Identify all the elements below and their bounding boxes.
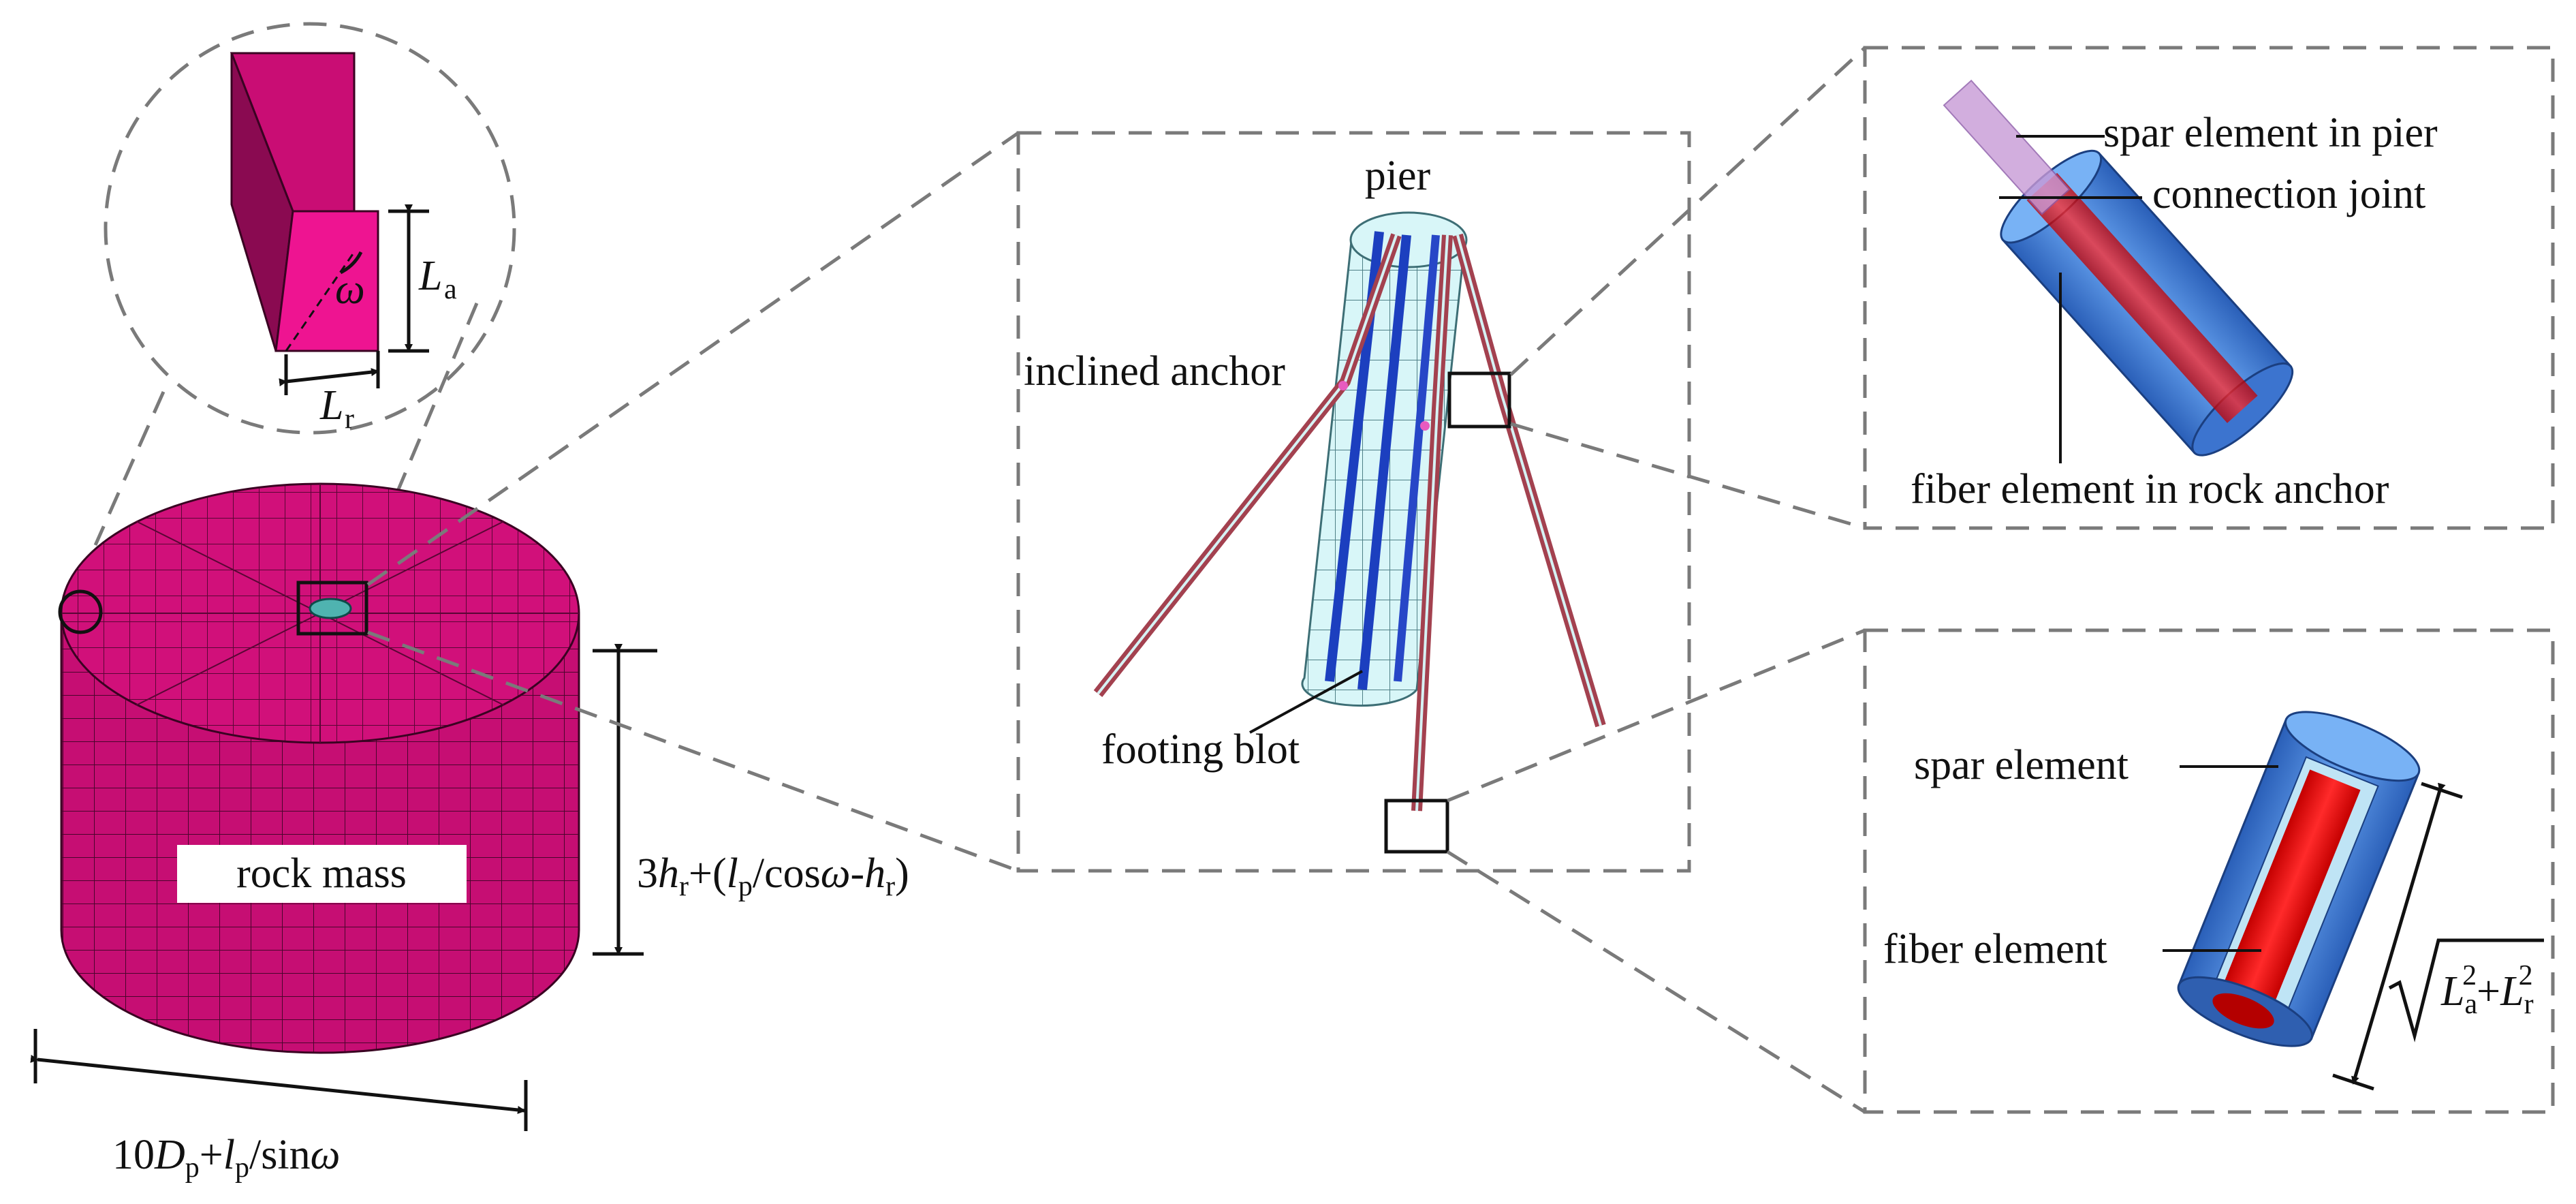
length-arrow [2351, 782, 2446, 1085]
omega-arc [339, 251, 363, 275]
fiber-in-anchor-label: fiber element in rock anchor [1911, 466, 2389, 512]
anchor-fiber-core [2026, 172, 2258, 423]
end-highlight-box [1384, 799, 1449, 854]
joint-connector-top [1509, 46, 1866, 376]
pier-label: pier [1365, 153, 1431, 199]
lr-label: L [319, 382, 343, 429]
element-zoom-circle: ω L a L r [104, 22, 516, 435]
pier-spar-core [1943, 79, 2071, 215]
joint-marker-center [1420, 421, 1430, 431]
connection-joint-panel-box [1863, 46, 2555, 530]
inclined-anchor-center-sleeve [1415, 234, 1449, 812]
fiber-element-label: fiber element [1883, 926, 2107, 972]
end-connector-bottom [1446, 850, 1866, 1114]
section-fiber-core [2216, 769, 2361, 1021]
section-cylinder [2177, 711, 2421, 1047]
width-arrow [30, 1054, 526, 1114]
footing-bolt-3 [1394, 234, 1440, 682]
height-formula: 3hr+(lp/cosω-hr) [637, 850, 909, 902]
la-subscript: a [444, 274, 457, 305]
joint-marker-left [1338, 381, 1348, 390]
footing-bolt-2 [1357, 234, 1411, 690]
element-section-panel-box [1863, 628, 2555, 1114]
inclined-anchor-right-sleeve [1456, 234, 1602, 726]
height-dimension: 3hr+(lp/cosω-hr) [593, 644, 909, 956]
anchor-cylinder [1943, 79, 2294, 457]
joint-connector-bottom [1510, 422, 1866, 530]
pier-on-rock-marker [309, 598, 352, 619]
lr-subscript: r [345, 403, 354, 435]
footing-bolt-label: footing blot [1101, 726, 1300, 773]
sqrt-sign [2388, 938, 2544, 1043]
omega-label: ω [335, 266, 365, 313]
length-tick-top [2421, 782, 2463, 799]
end-connector-top [1447, 628, 1866, 803]
zoom-connector-left [93, 390, 166, 546]
pier-connector-top [366, 131, 1020, 587]
section-fiber-end [2212, 993, 2274, 1029]
joint-highlight-box [1447, 371, 1511, 429]
pier-connector-bottom [367, 630, 1019, 873]
spar-in-pier-label: spar element in pier [2103, 110, 2438, 156]
width-formula: 10Dp+lp/sinω [112, 1132, 340, 1184]
pier-panel-box [1016, 131, 1691, 873]
omega-diagonal [285, 251, 356, 352]
pier-panel: pier inclined anchor footing blot [1016, 131, 1691, 873]
zoom-circle-outline [104, 22, 516, 435]
section-spar-top [2284, 711, 2421, 782]
lr-arrow [279, 368, 379, 387]
connection-joint-panel: spar element in pier connection joint fi… [1863, 46, 2555, 530]
inclined-anchor-label: inclined anchor [1024, 348, 1285, 395]
pier-highlight-box [296, 581, 368, 636]
la-label: L [418, 253, 442, 299]
length-formula: La2+Lr2 [2440, 960, 2534, 1020]
rock-mass-label: rock mass [236, 850, 407, 897]
element-highlight-circle [58, 589, 103, 634]
rock-mass-cylinder: rock mass [58, 482, 580, 1054]
connection-joint-label: connection joint [2152, 171, 2425, 217]
rock-mass-radial-mesh [61, 484, 579, 743]
rock-mass-label-box [177, 845, 467, 903]
length-tick-bottom [2332, 1073, 2374, 1091]
width-dimension: 10Dp+lp/sinω [30, 1029, 528, 1184]
footing-bolt-leader [1249, 670, 1363, 734]
element-section-panel: spar element fiber element La2+Lr2 [1863, 628, 2555, 1114]
spar-element-label: spar element [1914, 742, 2129, 788]
